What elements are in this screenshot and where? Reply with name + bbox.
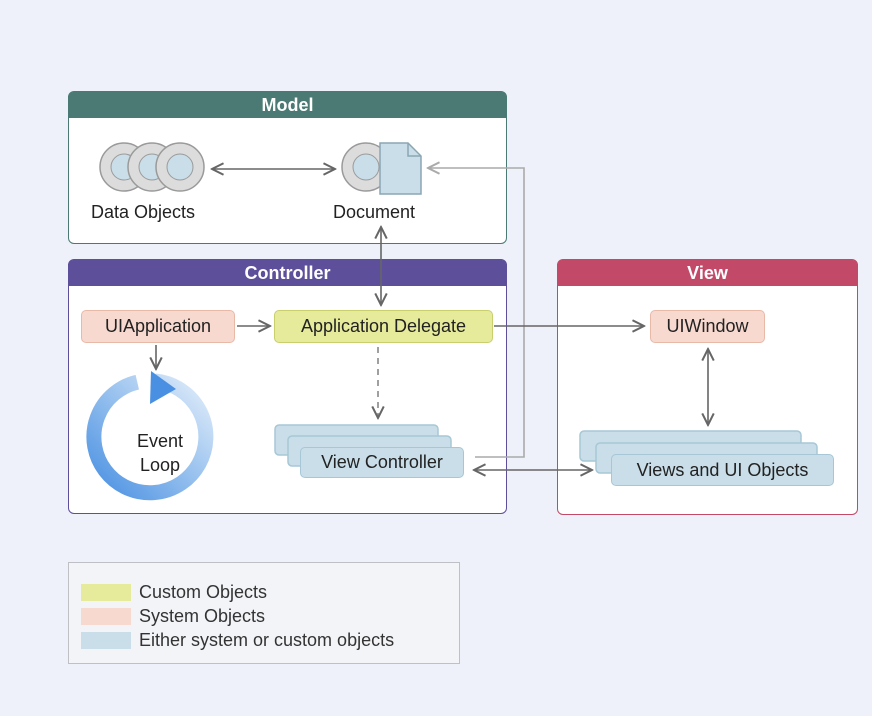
event-loop-label: Event Loop (120, 429, 200, 477)
legend-row-system: System Objects (81, 606, 265, 626)
event-loop-line2: Loop (139, 455, 181, 475)
legend: Custom Objects System Objects Either sys… (68, 562, 460, 664)
ui-window-node: UIWindow (650, 310, 765, 343)
ui-application-node: UIApplication (81, 310, 235, 343)
document-icon (341, 142, 422, 195)
legend-row-either: Either system or custom objects (81, 630, 394, 650)
view-controller-node: View Controller (300, 447, 464, 478)
legend-swatch-either (81, 631, 131, 649)
legend-swatch-custom (81, 583, 131, 601)
legend-either-text: Either system or custom objects (139, 629, 395, 650)
viewcontroller-document-arrow (428, 168, 525, 458)
document-label: Document (333, 202, 416, 222)
event-loop-line1: Event (136, 431, 184, 451)
event-loop-icon (86, 371, 214, 501)
view-header: View (558, 260, 857, 286)
data-objects-icon (99, 142, 205, 192)
legend-swatch-system (81, 607, 131, 625)
legend-custom-text: Custom Objects (139, 581, 268, 602)
views-ui-objects-node: Views and UI Objects (611, 454, 834, 486)
controller-header: Controller (69, 260, 506, 286)
legend-system-text: System Objects (139, 605, 266, 626)
app-delegate-node: Application Delegate (274, 310, 493, 343)
model-header: Model (69, 92, 506, 118)
data-objects-label: Data Objects (91, 202, 196, 222)
legend-row-custom: Custom Objects (81, 582, 267, 602)
